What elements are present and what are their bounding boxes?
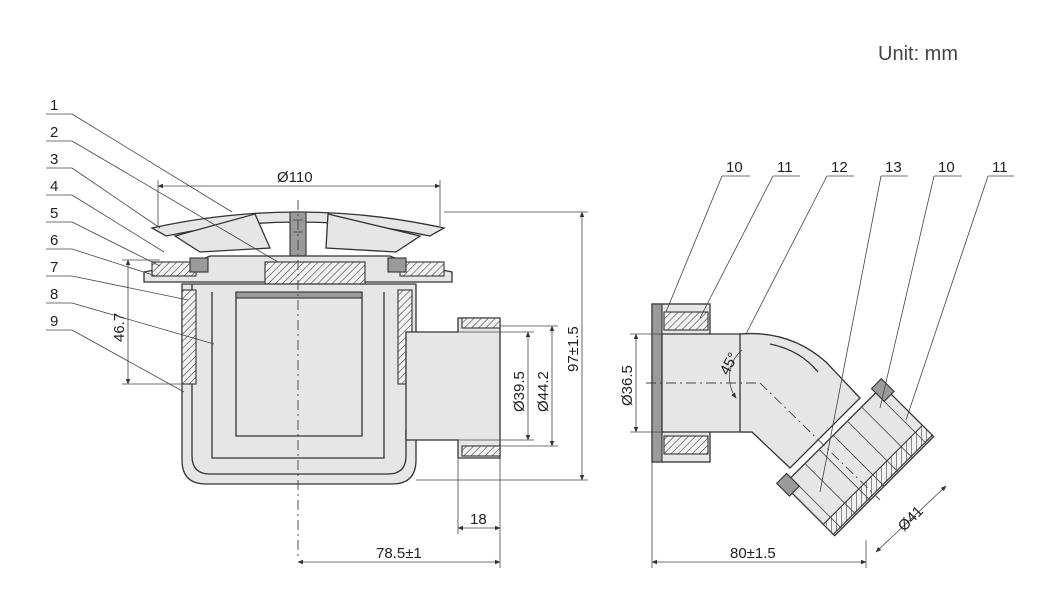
callout-4: 4: [50, 178, 58, 195]
callout-1: 1: [50, 97, 58, 114]
callout-8: 8: [50, 286, 58, 303]
callout-11a: 11: [777, 159, 793, 176]
dim-outlet-inner: Ø39.5: [511, 371, 528, 412]
dim-outlet-outer: Ø44.2: [535, 371, 552, 412]
callout-10a: 10: [726, 159, 743, 176]
unit-label: Unit: mm: [878, 43, 958, 65]
dim-height-left: 46.7: [111, 313, 128, 342]
callout-5: 5: [50, 205, 58, 222]
callout-13: 13: [885, 159, 902, 176]
left-callouts: 1 2 3 4 5 6 7 8 9: [46, 97, 279, 393]
dim-center-to-outlet: 78.5±1: [376, 545, 422, 562]
outlet-pipe: [405, 317, 501, 459]
dim-top-diameter: Ø110: [277, 169, 313, 186]
callout-12: 12: [831, 159, 848, 176]
dim-total-height: 97±1.5: [565, 326, 582, 372]
callout-3: 3: [50, 151, 58, 168]
right-elbow-view: Ø36.5 45° Ø41 80±1.5 10 11 12 13 10 11: [619, 159, 1014, 568]
callout-11b: 11: [992, 159, 1008, 176]
callout-9: 9: [50, 313, 58, 330]
callout-10b: 10: [938, 159, 955, 176]
right-callouts: 10 11 12 13 10 11: [665, 159, 1014, 493]
callout-6: 6: [50, 232, 58, 249]
left-section-view: Ø110 46.7 Ø39.5 Ø44.2 97±1.5 18 78.5±1: [46, 97, 588, 568]
dim-length: 80±1.5: [730, 545, 776, 562]
callout-2: 2: [50, 124, 58, 141]
dim-outlet-length: 18: [470, 511, 487, 528]
callout-7: 7: [50, 259, 58, 276]
dim-pipe-diameter: Ø36.5: [619, 365, 636, 406]
elbow-pipe: [739, 332, 861, 469]
